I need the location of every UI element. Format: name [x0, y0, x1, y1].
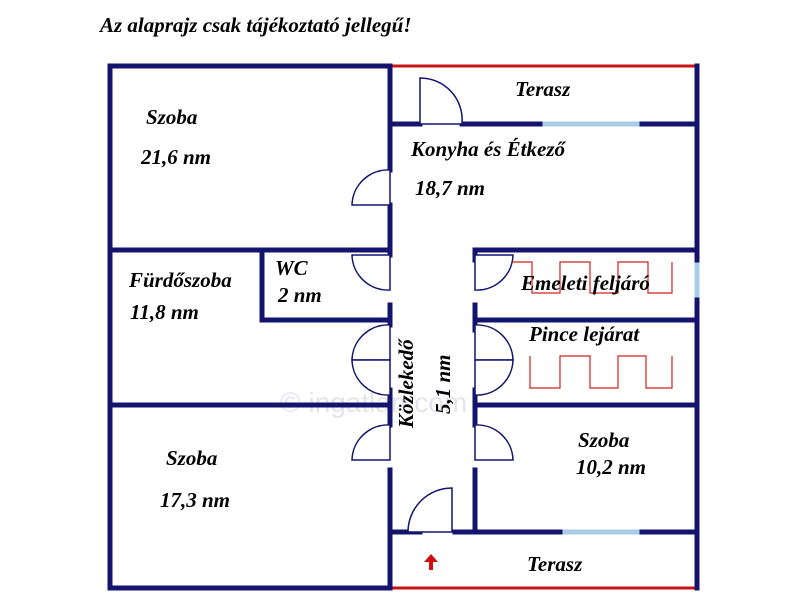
room-name-konyha: Konyha és Étkező — [410, 137, 567, 161]
room-name-szoba-1: Szoba — [146, 105, 197, 129]
room-name-szoba-2: Szoba — [166, 446, 217, 470]
room-area-kozlekedo: 5,1 nm — [431, 354, 455, 414]
room-name-kozlekedo: Közlekedő — [394, 338, 418, 429]
terrace-railings — [392, 64, 697, 590]
room-name-terasz-top: Terasz — [515, 77, 571, 101]
room-name-terasz-bottom: Terasz — [527, 552, 583, 576]
room-name-wc: WC — [275, 256, 309, 280]
room-name-szoba-3: Szoba — [578, 428, 629, 452]
walls — [107, 63, 700, 591]
stairs-down — [529, 355, 673, 389]
doors — [351, 77, 514, 533]
stairs-up — [512, 261, 673, 294]
entrance-arrow-icon — [424, 554, 438, 570]
room-area-szoba-3: 10,2 nm — [576, 455, 646, 479]
room-area-konyha: 18,7 nm — [415, 176, 485, 200]
room-area-szoba-2: 17,3 nm — [160, 488, 230, 512]
plan-disclaimer: Az alaprajz csak tájékoztató jellegű! — [98, 13, 412, 37]
room-area-furdo: 11,8 nm — [130, 300, 199, 324]
room-name-pince: Pince lejárat — [528, 322, 640, 346]
room-area-wc: 2 nm — [277, 283, 322, 307]
room-name-emeleti: Emeleti feljáró — [520, 271, 650, 295]
room-area-szoba-1: 21,6 nm — [140, 145, 211, 169]
room-name-furdo: Fürdőszoba — [128, 268, 232, 292]
